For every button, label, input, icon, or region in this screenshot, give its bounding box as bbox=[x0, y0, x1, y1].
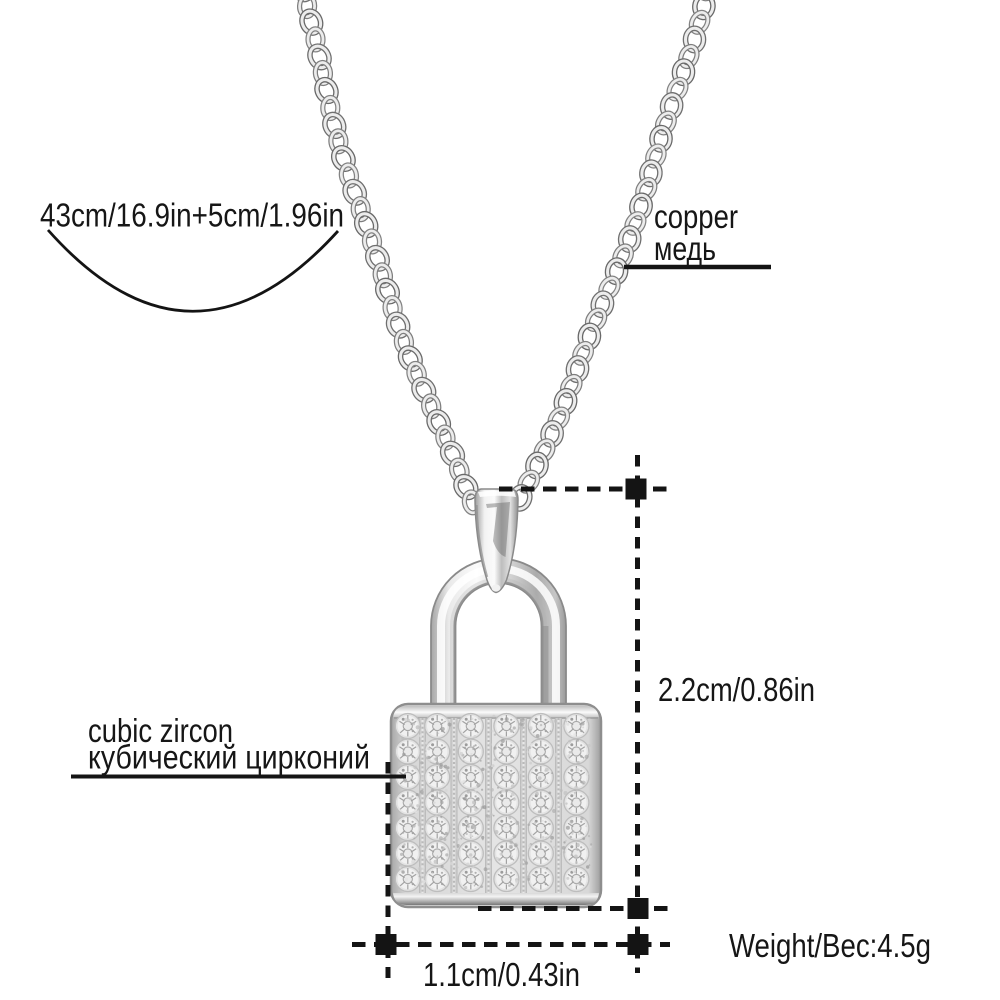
svg-text:кубический цирконий: кубический цирконий bbox=[88, 739, 370, 776]
svg-text:1.1cm/0.43in: 1.1cm/0.43in bbox=[423, 956, 580, 993]
svg-text:copper: copper bbox=[654, 198, 738, 235]
svg-text:медь: медь bbox=[654, 230, 716, 267]
svg-text:43cm/16.9in+5cm/1.96in: 43cm/16.9in+5cm/1.96in bbox=[40, 197, 344, 234]
svg-text:cubic zircon: cubic zircon bbox=[88, 712, 233, 749]
svg-text:Weight/Bec:4.5g: Weight/Bec:4.5g bbox=[729, 927, 931, 964]
svg-text:2.2cm/0.86in: 2.2cm/0.86in bbox=[658, 671, 815, 708]
